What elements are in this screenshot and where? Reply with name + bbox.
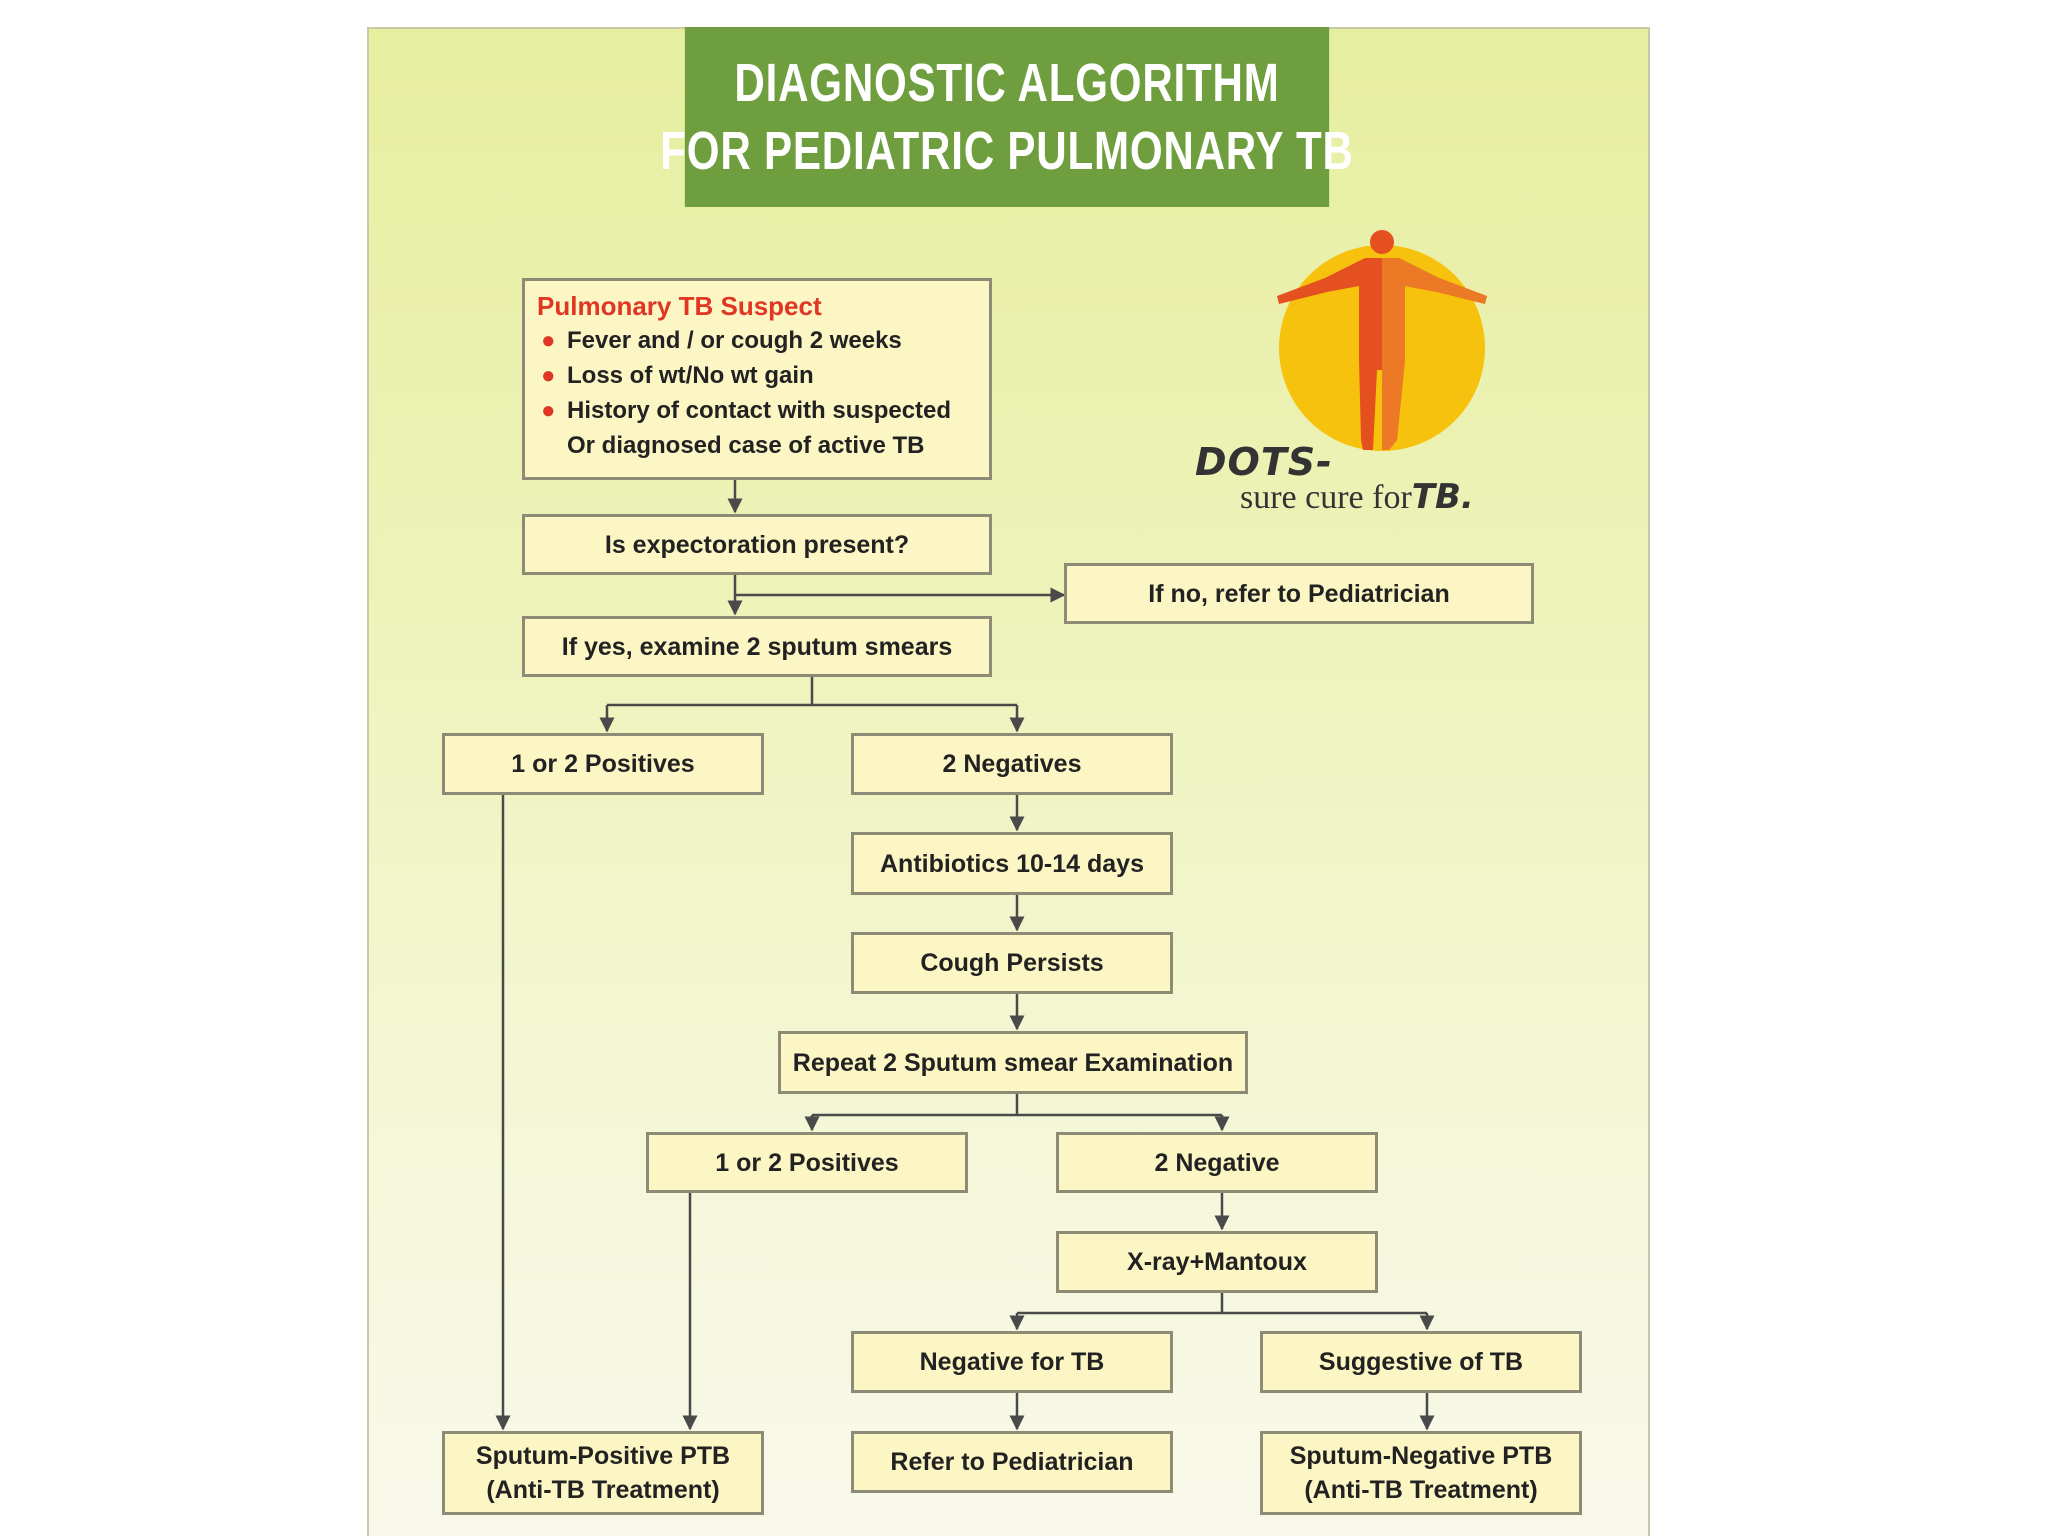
page-title: DIAGNOSTIC ALGORITHM FOR PEDIATRIC PULMO…: [660, 27, 1353, 207]
examine-box: If yes, examine 2 sputum smears: [522, 616, 992, 677]
antibiotics-box: Antibiotics 10-14 days: [851, 832, 1173, 895]
sputum-positive-box: Sputum-Positive PTB (Anti-TB Treatment): [442, 1431, 764, 1515]
logo-tagline: sure cure forTB.: [1240, 477, 1474, 517]
suspect-box: Pulmonary TB Suspect ●Fever and / or cou…: [522, 278, 992, 480]
negative-for-tb-box: Negative for TB: [851, 1331, 1173, 1393]
list-item: ●History of contact with suspected: [537, 393, 977, 428]
suggestive-of-tb-box: Suggestive of TB: [1260, 1331, 1582, 1393]
negatives-box-1: 2 Negatives: [851, 733, 1173, 795]
list-item: ●Loss of wt/No wt gain: [537, 358, 977, 393]
suspect-criteria-list: ●Fever and / or cough 2 weeks ●Loss of w…: [537, 323, 977, 428]
dots-logo-figure: [1277, 230, 1487, 451]
bullet-icon: ●: [541, 362, 556, 389]
list-item: ●Fever and / or cough 2 weeks: [537, 323, 977, 358]
sputum-negative-box: Sputum-Negative PTB (Anti-TB Treatment): [1260, 1431, 1582, 1515]
suspect-continuation: Or diagnosed case of active TB: [567, 432, 925, 459]
title-line-2: FOR PEDIATRIC PULMONARY TB: [660, 121, 1354, 181]
split-xray: [1017, 1293, 1427, 1315]
repeat-smear-box: Repeat 2 Sputum smear Examination: [778, 1031, 1248, 1094]
logo-tagline-part1: sure cure for: [1240, 479, 1412, 516]
refer-pediatrician-box: Refer to Pediatrician: [851, 1431, 1173, 1493]
split-examine: [607, 677, 1017, 707]
negative-box-2: 2 Negative: [1056, 1132, 1378, 1193]
positives-box-1: 1 or 2 Positives: [442, 733, 764, 795]
bullet-icon: ●: [541, 327, 556, 354]
bullet-icon: ●: [541, 397, 556, 424]
refer-no-box: If no, refer to Pediatrician: [1064, 563, 1534, 624]
cough-persists-box: Cough Persists: [851, 932, 1173, 994]
logo-dots-text: DOTS-: [1195, 440, 1333, 484]
expectoration-box: Is expectoration present?: [522, 514, 992, 575]
logo-tagline-part2: TB.: [1411, 477, 1474, 517]
xray-mantoux-box: X-ray+Mantoux: [1056, 1231, 1378, 1293]
positives-box-2: 1 or 2 Positives: [646, 1132, 968, 1193]
split-repeat: [812, 1094, 1222, 1117]
title-line-1: DIAGNOSTIC ALGORITHM: [734, 53, 1280, 113]
suspect-title: Pulmonary TB Suspect: [537, 291, 822, 321]
